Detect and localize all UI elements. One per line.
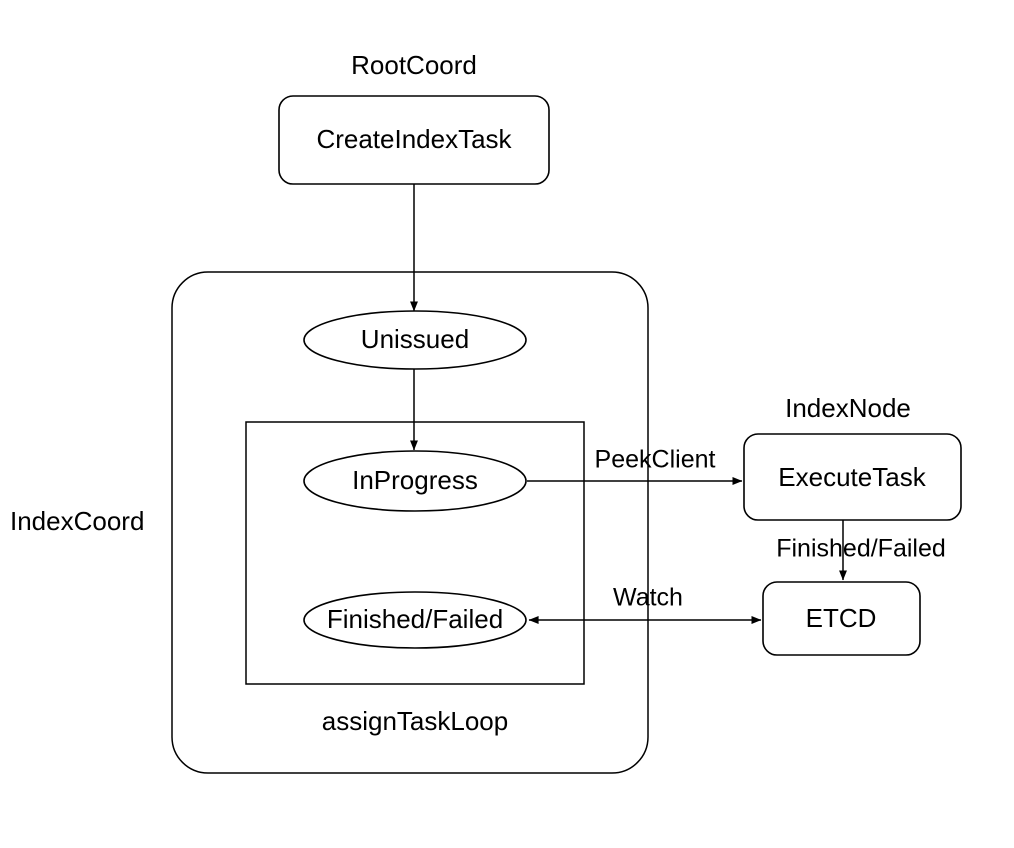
node-etcd[interactable]: ETCD — [762, 581, 921, 656]
node-shape-rect-create-index-task — [278, 95, 550, 185]
group-label-indexnode: IndexNode — [785, 393, 911, 423]
node-shape-rect-etcd — [762, 581, 921, 656]
node-label-finished-failed: Finished/Failed — [327, 604, 503, 634]
node-shape-ellipse-in-progress — [303, 450, 527, 512]
node-label-create-index-task: CreateIndexTask — [316, 124, 512, 154]
group-assigntaskloop-container — [245, 421, 585, 685]
node-label-etcd: ETCD — [806, 603, 877, 633]
node-label-unissued: Unissued — [361, 324, 469, 354]
node-label-in-progress: InProgress — [352, 465, 478, 495]
edge-label-executetask-to-etcd: Finished/Failed — [776, 535, 946, 563]
edge-label-inprogress-to-executetask: PeekClient — [595, 446, 716, 474]
edges-layer — [410, 184, 847, 624]
node-shape-rect-execute-task — [743, 433, 962, 521]
group-label-indexcoord: IndexCoord — [10, 506, 144, 536]
edge-label-etcd-watch-finished-failed: Watch — [613, 584, 683, 612]
node-in-progress[interactable]: InProgress — [303, 450, 527, 512]
node-shape-ellipse-finished-failed — [303, 591, 527, 649]
node-execute-task[interactable]: ExecuteTask — [743, 433, 962, 521]
node-label-execute-task: ExecuteTask — [778, 462, 926, 492]
node-finished-failed[interactable]: Finished/Failed — [303, 591, 527, 649]
group-label-assigntaskloop: assignTaskLoop — [322, 706, 508, 736]
node-create-index-task[interactable]: CreateIndexTask — [278, 95, 550, 185]
node-shape-ellipse-unissued — [303, 310, 527, 370]
group-label-rootcoord: RootCoord — [351, 50, 477, 80]
node-unissued[interactable]: Unissued — [303, 310, 527, 370]
group-indexcoord-container — [171, 271, 649, 774]
nodes-layer: CreateIndexTaskUnissuedInProgressFinishe… — [278, 95, 962, 656]
